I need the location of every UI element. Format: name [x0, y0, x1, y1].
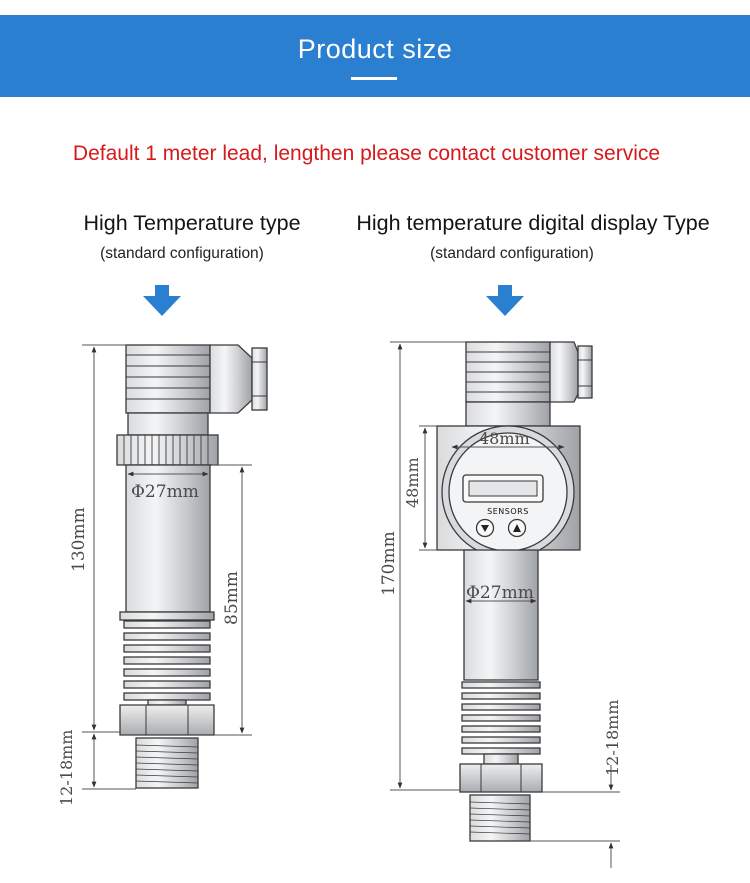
sensor-1-drawing	[116, 344, 268, 789]
product-2-subtitle: (standard configuration)	[430, 245, 594, 262]
dim-box-width: 48mm	[479, 429, 530, 448]
lead-notice: Default 1 meter lead, lengthen please co…	[72, 142, 661, 165]
dim-85mm: 85mm	[222, 571, 242, 625]
page-title: Product size	[297, 34, 453, 64]
triangle-up-button-icon	[513, 524, 521, 532]
down-arrow-icon	[486, 285, 524, 316]
sensor-1-dimensions	[82, 344, 252, 790]
dim-box-height: 48mm	[403, 457, 422, 508]
title-underline	[351, 77, 397, 80]
dim-thread-2: 12-18mm	[603, 700, 622, 776]
down-arrow-icon	[143, 285, 181, 316]
dim-diameter-1: Φ27mm	[131, 482, 199, 502]
triangle-down-button-icon	[481, 525, 489, 532]
dim-diameter-2: Φ27mm	[466, 583, 534, 603]
dim-130mm: 130mm	[69, 507, 89, 572]
display-brand: SENSORS	[487, 507, 529, 516]
product-2-title: High temperature digital display Type	[356, 211, 710, 235]
header-banner: Product size	[0, 15, 750, 97]
dim-170mm: 170mm	[379, 531, 399, 596]
product-1-subtitle: (standard configuration)	[100, 245, 264, 262]
product-1-title: High Temperature type	[83, 211, 301, 235]
sensor-2-dimensions	[390, 341, 620, 868]
dim-thread-1: 12-18mm	[57, 730, 76, 806]
